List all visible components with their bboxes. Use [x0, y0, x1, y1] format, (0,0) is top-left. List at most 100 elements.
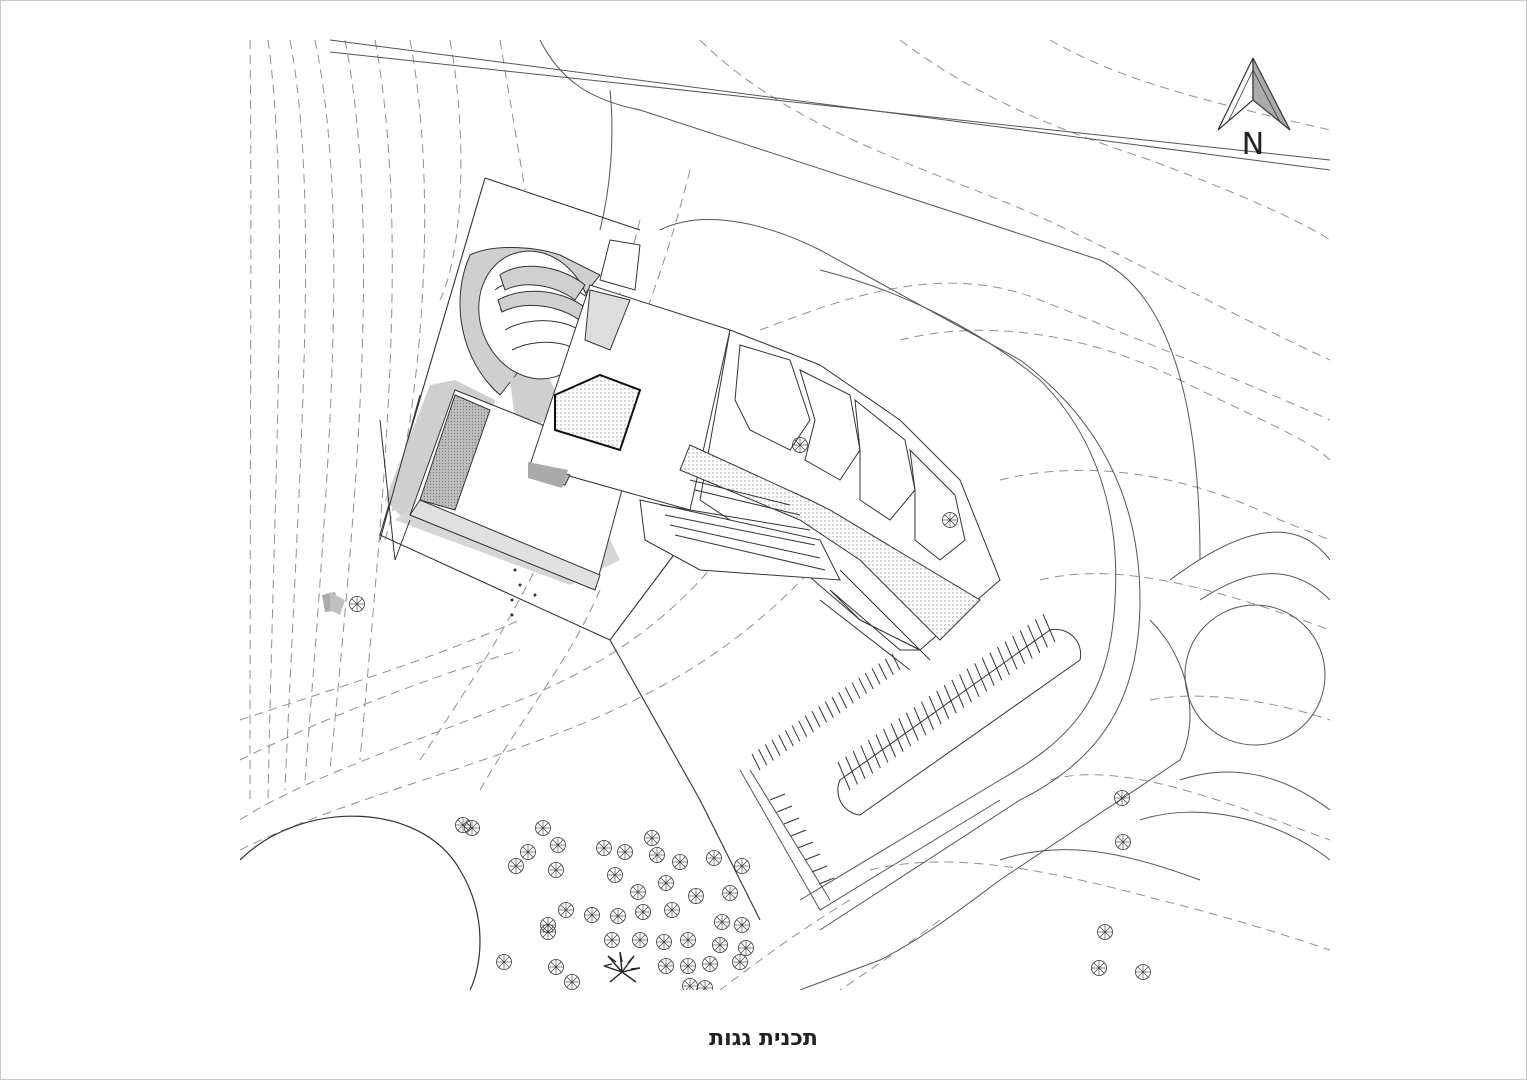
- tree-icon: [548, 959, 564, 975]
- parking-stall-line: [884, 658, 894, 675]
- tree-icon: [1114, 790, 1130, 806]
- building-complex: [379, 239, 1001, 671]
- tree-icon: [680, 932, 696, 948]
- parking-stall-line: [860, 745, 874, 774]
- parking-stall-line: [913, 706, 927, 736]
- parking-stall-line: [883, 728, 897, 758]
- tree-icon: [682, 978, 698, 990]
- parking-stall-line: [951, 679, 965, 708]
- parking-stall-line: [858, 677, 868, 695]
- parking-stall-line: [790, 829, 807, 837]
- parking-stall-line: [875, 734, 889, 763]
- parking-stall-line: [831, 696, 841, 714]
- parking-stall-line: [844, 687, 854, 704]
- site-furniture: [322, 568, 537, 617]
- tree-icon: [706, 850, 722, 866]
- parking-stall-line: [804, 715, 814, 733]
- parking-stall-line: [851, 682, 861, 699]
- parking-stall-line: [1042, 613, 1056, 643]
- parking-stall-line: [776, 805, 793, 813]
- parking-stall-line: [1012, 635, 1026, 665]
- parking-stall-line: [818, 706, 828, 723]
- tree-icon: [658, 875, 674, 891]
- parking-stall-line: [791, 725, 801, 742]
- parking-stall-line: [845, 756, 859, 785]
- parking-stall-line: [824, 701, 834, 718]
- parking-stall-line: [811, 710, 821, 728]
- tree-icon: [508, 858, 524, 874]
- tree-icon: [496, 954, 512, 970]
- tree-icon: [792, 437, 808, 453]
- parking-stall-line: [838, 691, 848, 709]
- parking-stall-line: [890, 723, 904, 752]
- circular-plaza: [240, 815, 481, 990]
- tree-icon: [734, 858, 750, 874]
- road-network: [329, 39, 1330, 990]
- tree-icon: [680, 958, 696, 974]
- north-label: N: [1242, 127, 1264, 162]
- parking-stall-line: [798, 720, 808, 737]
- tree-icon: [722, 885, 738, 901]
- parking-stall-line: [921, 701, 934, 730]
- tree-icon: [1115, 834, 1131, 850]
- parking-stall-line: [797, 841, 814, 849]
- parking-stall-line: [783, 817, 800, 825]
- tree-icon: [702, 956, 718, 972]
- parking-stall-line: [804, 853, 821, 861]
- parking-stall-line: [764, 744, 774, 761]
- tree-icon: [584, 907, 600, 923]
- tree-icon: [607, 867, 623, 883]
- parking-stall-line: [769, 793, 786, 801]
- parking-stall-line: [989, 652, 1003, 681]
- parking-stall-line: [864, 672, 874, 690]
- site-boundary: [379, 177, 761, 921]
- tree-icon: [455, 817, 471, 833]
- tree-icon: [604, 932, 620, 948]
- tree-icon: [520, 844, 536, 860]
- parking-stall-line: [818, 877, 835, 885]
- north-arrow-icon: N: [1217, 57, 1291, 162]
- parking-stall-line: [1034, 619, 1048, 648]
- tree-icon: [712, 937, 728, 953]
- tree-icon: [658, 958, 674, 974]
- parking-stall-line: [852, 750, 866, 780]
- parking-stall-line: [959, 674, 972, 703]
- tree-icon: [349, 596, 365, 612]
- parking-stall-line: [778, 734, 788, 752]
- palm-tree-icon: [603, 951, 641, 983]
- parking-stall-line: [1019, 630, 1033, 659]
- parking-stall-line: [878, 663, 888, 680]
- tree-icon: [596, 840, 612, 856]
- tree-icon: [1091, 960, 1107, 976]
- tree-icon: [664, 902, 680, 918]
- parking-stall-line: [871, 668, 881, 685]
- tree-icon: [644, 830, 660, 846]
- tree-icon: [558, 902, 574, 918]
- parking-stall-line: [974, 663, 988, 692]
- tree-icon: [550, 837, 566, 853]
- parking-stall-line: [837, 761, 851, 791]
- tree-icon: [610, 908, 626, 924]
- tree-icon: [656, 934, 672, 950]
- tree-icon: [697, 980, 713, 990]
- tree-icon: [714, 914, 730, 930]
- parking-stall-line: [905, 712, 919, 741]
- tree-icon: [617, 844, 633, 860]
- tree-icon: [632, 932, 648, 948]
- tree-icon: [548, 862, 564, 878]
- tree-icon: [635, 904, 651, 920]
- tree-icon: [1097, 924, 1113, 940]
- tree-icon: [535, 820, 551, 836]
- tree-icon: [1135, 964, 1151, 980]
- parking-stall-line: [996, 646, 1010, 676]
- tree-icon: [540, 924, 556, 940]
- tree-icon: [564, 974, 580, 990]
- drawing-title: תכנית גגות: [709, 1026, 818, 1051]
- parking-stall-line: [928, 696, 942, 725]
- parking-stall-line: [943, 685, 957, 714]
- parking-stall-line: [784, 729, 794, 747]
- tree-icon: [688, 888, 704, 904]
- tree-icon: [942, 512, 958, 528]
- parking-stall-line: [758, 749, 768, 766]
